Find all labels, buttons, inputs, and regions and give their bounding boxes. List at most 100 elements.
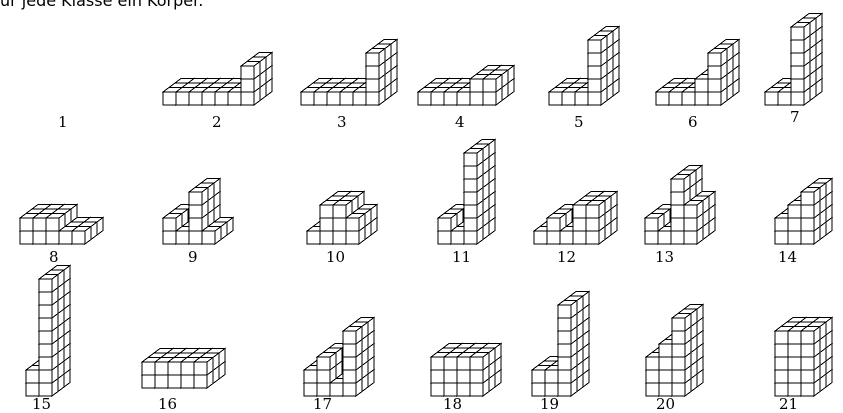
cube-front-face: [464, 205, 477, 218]
cube-front-face: [189, 231, 202, 244]
cube-front-face: [588, 40, 601, 53]
cube-front-face: [575, 92, 588, 105]
cube-front-face: [470, 79, 483, 92]
cube-front-face: [801, 370, 814, 383]
cube-front-face: [775, 344, 788, 357]
cube-front-face: [241, 66, 254, 79]
cube-front-face: [39, 370, 52, 383]
cube-front-face: [301, 92, 314, 105]
cube-front-face: [765, 92, 778, 105]
cube-front-face: [682, 92, 695, 105]
cube-front-face: [163, 92, 176, 105]
cube-front-face: [327, 92, 340, 105]
cube-front-face: [558, 318, 571, 331]
cube-front-face: [470, 383, 483, 396]
cube-front-face: [558, 383, 571, 396]
solid-label: 14: [778, 248, 797, 266]
cube-front-face: [801, 331, 814, 344]
cube-front-face: [672, 318, 685, 331]
cube-front-face: [778, 92, 791, 105]
cube-front-face: [464, 192, 477, 205]
cube-front-face: [801, 192, 814, 205]
cube-front-face: [346, 231, 359, 244]
cube-front-face: [168, 362, 181, 375]
cube-front-face: [558, 357, 571, 370]
solid-13: 13: [645, 166, 715, 267]
cube-front-face: [671, 192, 684, 205]
cube-front-face: [573, 218, 586, 231]
cube-front-face: [470, 357, 483, 370]
cube-front-face: [155, 375, 168, 388]
cube-front-face: [194, 375, 207, 388]
cube-front-face: [189, 192, 202, 205]
cube-front-face: [155, 362, 168, 375]
cube-front-face: [457, 370, 470, 383]
cube-front-face: [659, 357, 672, 370]
cube-front-face: [340, 92, 353, 105]
cube-front-face: [438, 231, 451, 244]
cube-front-face: [314, 92, 327, 105]
cube-front-face: [307, 231, 320, 244]
solid-label: 16: [158, 395, 177, 413]
cube-front-face: [483, 79, 496, 92]
cube-front-face: [483, 92, 496, 105]
cube-front-face: [189, 218, 202, 231]
cube-front-face: [671, 231, 684, 244]
cube-front-face: [181, 362, 194, 375]
cube-front-face: [431, 357, 444, 370]
solid-1: 1: [58, 113, 68, 131]
cube-front-face: [645, 231, 658, 244]
solid-21: 21: [775, 318, 832, 413]
cube-front-face: [46, 231, 59, 244]
cube-front-face: [353, 92, 366, 105]
cube-front-face: [658, 231, 671, 244]
cube-front-face: [672, 357, 685, 370]
solid-label: 17: [313, 395, 332, 413]
cube-front-face: [181, 375, 194, 388]
cube-front-face: [457, 92, 470, 105]
cube-front-face: [464, 166, 477, 179]
cube-front-face: [39, 357, 52, 370]
cube-front-face: [788, 331, 801, 344]
cube-front-face: [444, 357, 457, 370]
cube-front-face: [547, 218, 560, 231]
cube-front-face: [39, 305, 52, 318]
cube-front-face: [142, 375, 155, 388]
solid-label: 15: [32, 395, 51, 413]
cube-front-face: [791, 53, 804, 66]
cube-front-face: [72, 231, 85, 244]
cube-front-face: [438, 218, 451, 231]
cube-front-face: [586, 205, 599, 218]
cube-front-face: [586, 218, 599, 231]
cube-front-face: [202, 231, 215, 244]
cube-front-face: [39, 318, 52, 331]
cube-front-face: [163, 218, 176, 231]
cube-front-face: [708, 79, 721, 92]
cube-front-face: [534, 231, 547, 244]
cube-front-face: [39, 292, 52, 305]
solid-20: 20: [646, 305, 703, 413]
cube-front-face: [333, 231, 346, 244]
cube-front-face: [20, 231, 33, 244]
solid-label: 2: [212, 113, 222, 131]
cube-front-face: [194, 362, 207, 375]
cube-front-face: [464, 179, 477, 192]
cube-front-face: [775, 370, 788, 383]
cube-front-face: [791, 66, 804, 79]
cube-front-face: [791, 27, 804, 40]
cube-front-face: [228, 92, 241, 105]
solid-14: 14: [775, 179, 832, 267]
cube-front-face: [444, 92, 457, 105]
cube-front-face: [672, 344, 685, 357]
cube-front-face: [39, 344, 52, 357]
cube-front-face: [788, 344, 801, 357]
cube-front-face: [39, 279, 52, 292]
cube-front-face: [176, 92, 189, 105]
solid-label: 19: [540, 395, 559, 413]
cube-front-face: [558, 370, 571, 383]
cube-front-face: [801, 383, 814, 396]
cube-front-face: [431, 92, 444, 105]
cube-front-face: [775, 231, 788, 244]
cube-front-face: [656, 92, 669, 105]
solid-7: 7: [765, 14, 822, 127]
